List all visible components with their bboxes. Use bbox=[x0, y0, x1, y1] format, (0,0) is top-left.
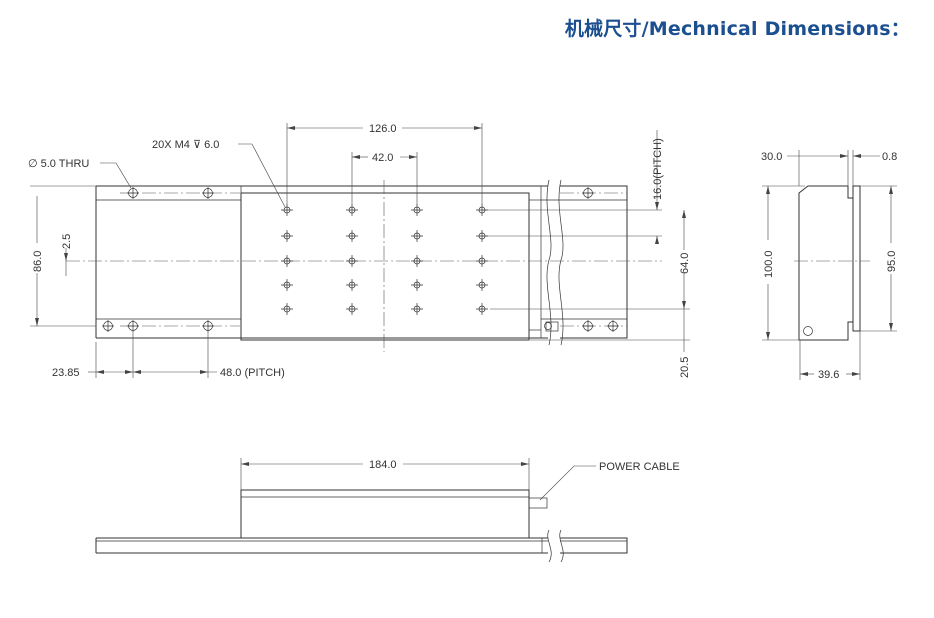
dim-hole-span: 126.0 bbox=[369, 123, 397, 135]
side-carriage-plate bbox=[852, 185, 861, 332]
label-power-cable: POWER CABLE bbox=[599, 461, 680, 473]
dim-offset: 2.5 bbox=[61, 234, 73, 249]
dim-hole-span-y: 64.0 bbox=[679, 253, 691, 274]
label-tapped-holes: 20X M4 ⊽ 6.0 bbox=[152, 139, 219, 151]
base-outline bbox=[96, 185, 628, 339]
cable-stub bbox=[545, 321, 559, 332]
carriage-outline bbox=[240, 192, 530, 341]
side-profile bbox=[798, 185, 854, 341]
mounting-holes bbox=[102, 187, 619, 332]
leader-power-cable bbox=[539, 465, 596, 501]
leader-tapped-holes bbox=[238, 143, 286, 208]
dim-edge-offset: 20.5 bbox=[679, 357, 691, 378]
label-thru-hole: ∅ 5.0 THRU bbox=[28, 158, 89, 170]
side-hole-icon bbox=[803, 326, 813, 336]
dim-side-inner-height: 95.0 bbox=[886, 251, 898, 272]
side-view: 30.0 0.8 100.0 95.0 39.6 bbox=[761, 150, 898, 381]
leader-thru-hole bbox=[100, 162, 132, 189]
dim-side-top-right: 0.8 bbox=[882, 151, 897, 163]
dim-side-width: 39.6 bbox=[818, 369, 839, 381]
front-base bbox=[96, 537, 628, 554]
dim-hole-pitch-x: 42.0 bbox=[372, 152, 393, 164]
break-line-icon bbox=[546, 179, 552, 346]
dim-side-height: 100.0 bbox=[763, 250, 775, 278]
top-view: ∅ 5.0 THRU 20X M4 ⊽ 6.0 126.0 42.0 16.0(… bbox=[28, 123, 691, 379]
front-cable-stub bbox=[528, 497, 548, 509]
tapped-holes bbox=[281, 204, 488, 315]
page-title: 机械尺寸/Mechnical Dimensions： bbox=[564, 18, 910, 40]
dim-end-offset: 23.85 bbox=[52, 367, 80, 379]
dim-base-width: 86.0 bbox=[32, 251, 44, 272]
front-view: 184.0 POWER CABLE bbox=[95, 458, 680, 563]
dim-side-top-left: 30.0 bbox=[761, 151, 782, 163]
dim-pitch-y: 16.0(PITCH) bbox=[652, 138, 664, 200]
dim-carriage-length: 184.0 bbox=[369, 459, 397, 471]
front-break-icon bbox=[547, 529, 552, 563]
dim-mount-pitch: 48.0 (PITCH) bbox=[220, 367, 285, 379]
